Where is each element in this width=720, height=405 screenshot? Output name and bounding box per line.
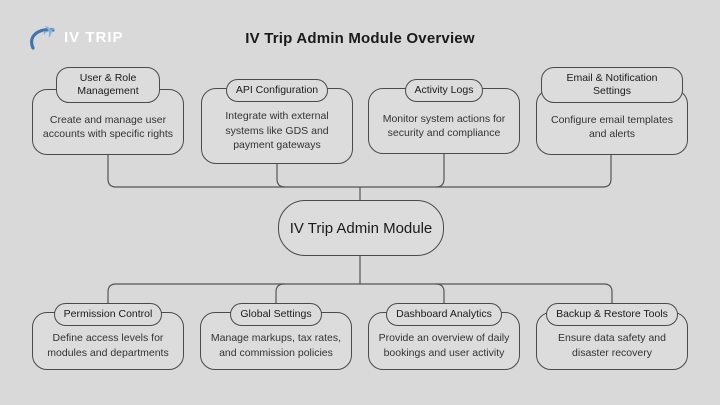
center-node-label: IV Trip Admin Module	[289, 219, 433, 237]
node-label-pill: User & Role Management	[56, 67, 160, 104]
top-node-1: User & Role Management Create and manage…	[32, 67, 184, 156]
node-label-pill: Activity Logs	[404, 79, 484, 103]
bottom-node-1: Permission Control Define access levels …	[32, 303, 184, 371]
bottom-bus-line	[107, 283, 613, 307]
center-node-admin-module: IV Trip Admin Module	[278, 200, 444, 256]
brand-logo: ✈ IV TRIP	[26, 20, 124, 54]
node-description-box: Manage markups, tax rates, and commissio…	[200, 312, 352, 371]
node-label-pill: Permission Control	[53, 303, 163, 327]
node-description-box: Integrate with external systems like GDS…	[201, 88, 353, 164]
top-stub-2	[276, 150, 286, 188]
bottom-node-4: Backup & Restore Tools Ensure data safet…	[536, 303, 688, 371]
bottom-stub-2	[275, 283, 285, 307]
node-label-pill: Backup & Restore Tools	[546, 303, 678, 327]
top-node-3: Activity Logs Monitor system actions for…	[368, 79, 520, 155]
page-title: IV Trip Admin Module Overview	[245, 30, 475, 47]
bottom-connectors	[107, 250, 613, 307]
top-stub-3	[435, 150, 445, 188]
bottom-node-3: Dashboard Analytics Provide an overview …	[368, 303, 520, 371]
bottom-node-2: Global Settings Manage markups, tax rate…	[200, 303, 352, 371]
node-label-pill: API Configuration	[225, 79, 329, 103]
top-node-2: API Configuration Integrate with externa…	[201, 79, 353, 164]
top-bus-line	[107, 150, 612, 188]
airplane-swoosh-icon: ✈	[30, 21, 60, 50]
node-label-pill: Global Settings	[230, 303, 322, 327]
top-node-4: Email & Notification Settings Configure …	[536, 67, 688, 156]
node-label-pill: Email & Notification Settings	[541, 67, 683, 104]
node-label-pill: Dashboard Analytics	[386, 303, 502, 327]
logo-text: IV TRIP	[64, 28, 124, 46]
top-connectors	[107, 150, 612, 205]
bottom-stub-3	[435, 283, 445, 307]
svg-text:✈: ✈	[40, 21, 60, 44]
